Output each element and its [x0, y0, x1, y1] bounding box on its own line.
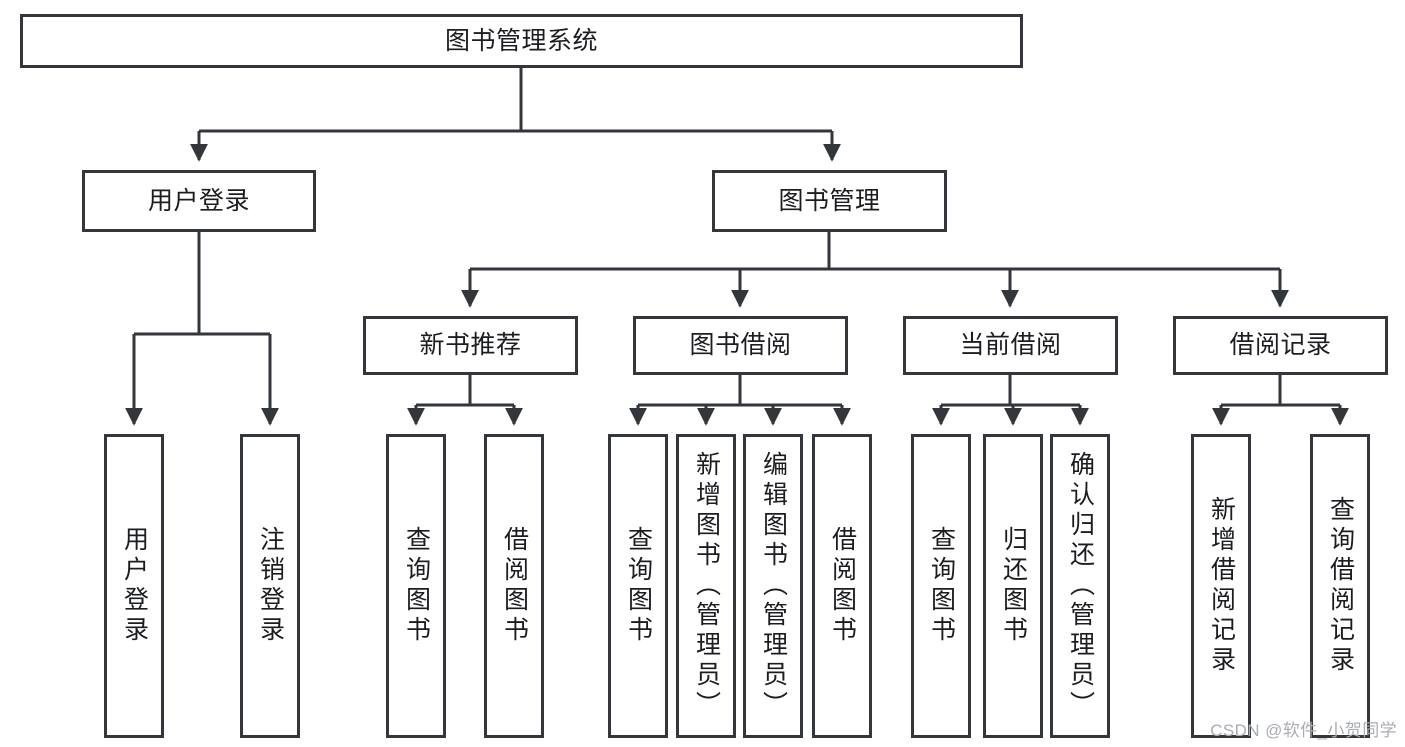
node-leaf-query-book-recommend[interactable]: 查询图书 — [386, 434, 446, 738]
node-leaf-return-book[interactable]: 归还图书 — [983, 434, 1043, 738]
node-level3-borrow-records[interactable]: 借阅记录 — [1173, 316, 1388, 375]
node-level2-book-management[interactable]: 图书管理 — [712, 170, 947, 232]
node-level3-book-borrow[interactable]: 图书借阅 — [633, 316, 848, 375]
node-level3-current-borrow[interactable]: 当前借阅 — [903, 316, 1118, 375]
node-leaf-borrow-book[interactable]: 借阅图书 — [812, 434, 872, 738]
node-leaf-borrow-book-recommend[interactable]: 借阅图书 — [484, 434, 544, 738]
watermark: CSDN @软件_小贺同学 — [1210, 721, 1397, 740]
node-leaf-query-book-current[interactable]: 查询图书 — [911, 434, 971, 738]
node-leaf-add-borrow-record[interactable]: 新增借阅记录 — [1191, 434, 1251, 738]
node-leaf-query-borrow-record[interactable]: 查询借阅记录 — [1310, 434, 1370, 738]
node-leaf-edit-book-admin[interactable]: 编辑图书（管理员） — [743, 434, 803, 738]
node-leaf-confirm-return-admin[interactable]: 确认归还（管理员） — [1050, 434, 1110, 738]
node-leaf-query-book-borrow[interactable]: 查询图书 — [608, 434, 668, 738]
node-level2-user-login[interactable]: 用户登录 — [82, 170, 316, 232]
node-leaf-logout[interactable]: 注销登录 — [240, 434, 300, 738]
node-root[interactable]: 图书管理系统 — [20, 14, 1023, 68]
node-leaf-add-book-admin[interactable]: 新增图书（管理员） — [676, 434, 736, 738]
node-leaf-user-login[interactable]: 用户登录 — [104, 434, 164, 738]
node-level3-new-book-recommend[interactable]: 新书推荐 — [363, 316, 578, 375]
